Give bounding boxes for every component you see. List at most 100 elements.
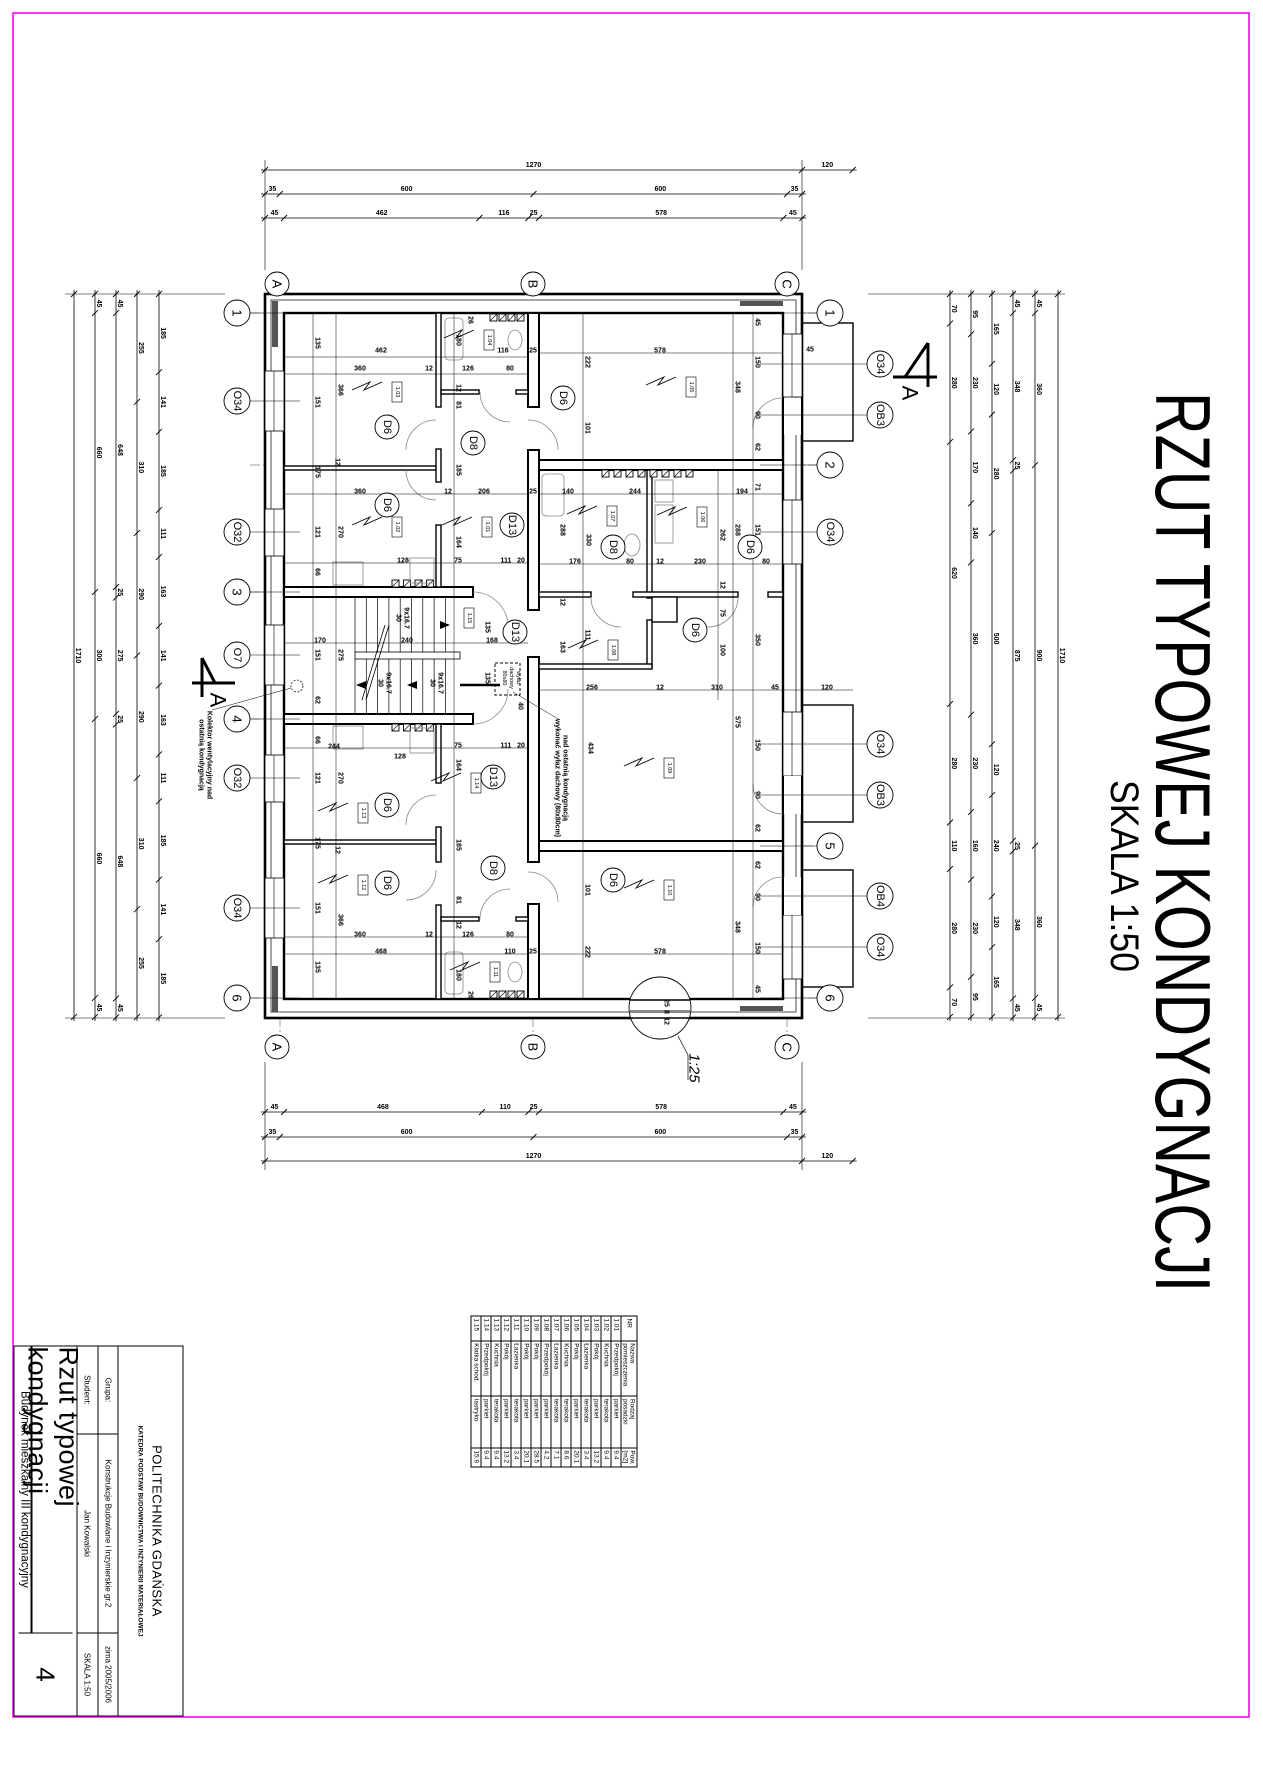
grid-axis-label: C — [780, 279, 795, 288]
dimension-label: 45 — [1013, 1004, 1020, 1012]
flue-hatch — [414, 723, 423, 732]
interior-dimension-label: 140 — [562, 489, 574, 496]
dimension-tick — [525, 214, 532, 222]
door-tag-circle — [682, 617, 708, 643]
grid-left-label: 6 — [230, 994, 245, 1001]
room-tag-box — [357, 874, 369, 896]
dimension-tick — [1031, 309, 1039, 317]
floor-finish-symbol — [317, 801, 349, 813]
room-number: 1.12 — [360, 880, 366, 891]
title-block: POLITECHNIKA GDAŃSKA KATEDRA PODSTAW BUD… — [13, 1345, 183, 1716]
grid-left-label-circle — [223, 299, 251, 327]
dimension-tick — [261, 214, 269, 222]
interior-dimension-label: 262 — [719, 529, 726, 541]
balcony — [801, 869, 854, 988]
grid-right-label: 1 — [823, 309, 838, 316]
cell-area: 20.1 — [520, 1447, 531, 1467]
dimension-label: 875 — [1013, 650, 1020, 662]
room-tag-box — [607, 639, 619, 661]
dimension-tick — [133, 1013, 141, 1021]
interior-dimension-label: 222 — [584, 356, 591, 368]
dimension-tick — [988, 740, 996, 748]
room-number: 1.05 — [688, 382, 694, 393]
stair-arrow-icon — [356, 681, 366, 689]
cell-nr: 1.14 — [480, 1315, 491, 1341]
door-tag-circle — [550, 385, 576, 411]
grid-left-label-circle — [223, 641, 251, 669]
dimension-label: 25 — [1013, 462, 1020, 470]
interior-dimension-label: 434 — [587, 742, 594, 754]
dimension-label: 45 — [789, 210, 797, 217]
interior-dimension-label: 206 — [478, 489, 490, 496]
term: zima 2005/2006 — [103, 1645, 112, 1703]
interior-dimension-label: 121 — [314, 772, 321, 784]
cell-name: Pokój — [530, 1340, 541, 1396]
dimension-label: 165 — [992, 976, 999, 988]
flue-hatch — [625, 469, 634, 478]
floor-finish-symbol — [443, 328, 475, 340]
grid-right-label-circle — [866, 933, 894, 961]
cell-floor: terakota — [560, 1395, 571, 1448]
dimension-label: 360 — [1035, 383, 1042, 395]
interior-dimension-label: 578 — [654, 949, 666, 956]
interior-dimension-label: 185 — [455, 464, 462, 476]
dimension-tick — [133, 652, 141, 659]
door-tag: D13 — [509, 622, 521, 642]
flue-hatch — [391, 579, 400, 588]
grid-left-label-circle — [223, 578, 251, 606]
dimension-label: 578 — [655, 210, 667, 217]
dimension-tick — [1031, 842, 1039, 850]
dimension-tick — [798, 190, 806, 198]
grid-right-label-circle — [866, 781, 894, 809]
dimension-label: 348 — [1013, 919, 1020, 931]
room-schedule-table: NR Nazwa pomieszczenia Rodzaj posadzki P… — [470, 1315, 637, 1467]
grid-right-label: OB3 — [874, 784, 886, 806]
interior-dimension-label: 111 — [584, 630, 591, 641]
dimension-tick — [133, 529, 141, 537]
detail-dim: 12 — [663, 1017, 670, 1025]
dimension-label: 185 — [159, 465, 166, 477]
dimension-tick — [1031, 1013, 1039, 1021]
interior-dimension-label: 164 — [455, 759, 462, 771]
door-tag-circle — [374, 414, 400, 440]
section-label: A — [898, 386, 923, 401]
room-tag-box — [391, 381, 403, 403]
dimension-tick — [798, 1133, 806, 1141]
room-number: 1.09 — [666, 763, 672, 774]
interior-dimension-label: 126 — [462, 932, 474, 939]
dimension-tick — [133, 774, 141, 782]
interior-dimension-label: 462 — [375, 348, 387, 355]
roof-hatch — [494, 662, 521, 696]
interior-dimension-label: 90 — [754, 411, 761, 419]
room-tag-box — [606, 505, 618, 527]
interior-dimension-label: 80 — [506, 366, 514, 373]
dimension-tick — [988, 943, 996, 951]
dimension-label: 163 — [159, 714, 166, 726]
dimension-label: 45 — [116, 300, 123, 308]
dimension-tick — [155, 368, 163, 376]
interior-dimension-label: 101 — [584, 422, 591, 434]
interior-dimension-label: 244 — [328, 744, 340, 751]
door-tag: D13 — [487, 767, 499, 787]
interior-dimension-label: 244 — [629, 489, 641, 496]
flue-hatch — [673, 469, 682, 478]
university-name: POLITECHNIKA GDAŃSKA — [149, 1444, 164, 1617]
door-tag: D6 — [557, 391, 569, 405]
dimension-tick — [535, 214, 543, 222]
cell-area: 4.2 — [540, 1447, 551, 1467]
page-border — [12, 12, 1250, 1718]
stair-arrow-icon — [440, 621, 450, 629]
room-tag-box — [483, 329, 495, 351]
door-tag-circle — [502, 619, 528, 645]
room-number: 1.15 — [466, 613, 472, 624]
interior-dimension-label: 66 — [314, 568, 321, 576]
dimension-label: 360 — [1035, 916, 1042, 928]
grid-left-label: O32 — [231, 768, 243, 789]
dimension-tick — [1009, 456, 1017, 464]
interior-dimension-label: 80 — [506, 932, 514, 939]
dimension-tick — [155, 622, 163, 630]
grid-right-label-circle — [816, 984, 844, 1012]
